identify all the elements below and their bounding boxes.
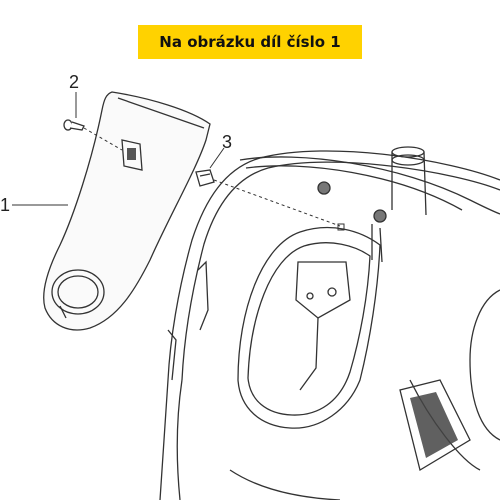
screw-icon [63, 119, 85, 131]
leader-lines [12, 92, 345, 231]
part-notice-banner: Na obrázku díl číslo 1 [138, 25, 362, 59]
part-1-cover-panel [43, 91, 211, 331]
callout-part-2: 2 [69, 72, 79, 92]
callout-part-3: 3 [222, 132, 232, 152]
scooter-front-shield [159, 146, 500, 500]
clip-nut-icon [195, 169, 215, 187]
callout-part-1: 1 [0, 195, 10, 215]
